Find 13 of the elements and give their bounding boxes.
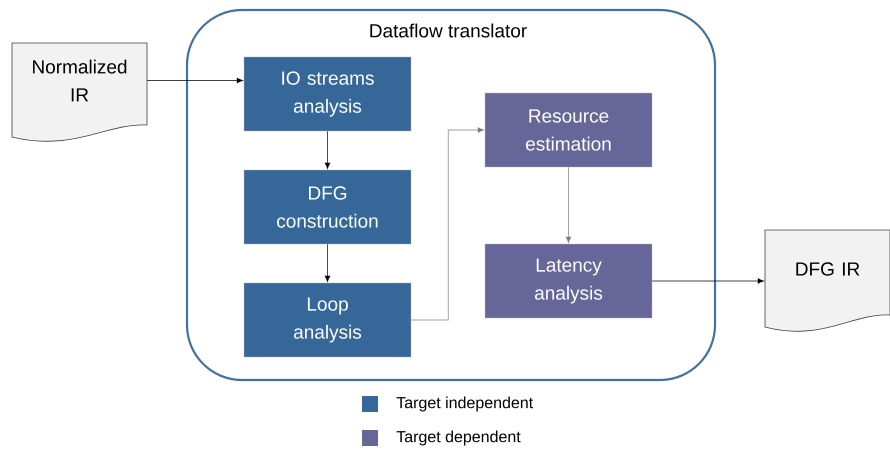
legend-label: Target independent xyxy=(396,396,534,412)
process-box: DFG construction xyxy=(244,170,412,244)
arrow xyxy=(410,127,484,320)
process-box: Resource estimation xyxy=(484,92,652,168)
arrow xyxy=(324,244,330,282)
arrow xyxy=(324,130,330,169)
process-box: Latency analysis xyxy=(484,244,652,318)
process-box: IO streams analysis xyxy=(244,56,412,132)
arrow xyxy=(652,278,764,284)
process-box: Loop analysis xyxy=(244,282,412,358)
arrow xyxy=(566,166,572,243)
arrow xyxy=(146,78,243,84)
legend-label: Target dependent xyxy=(396,430,521,446)
